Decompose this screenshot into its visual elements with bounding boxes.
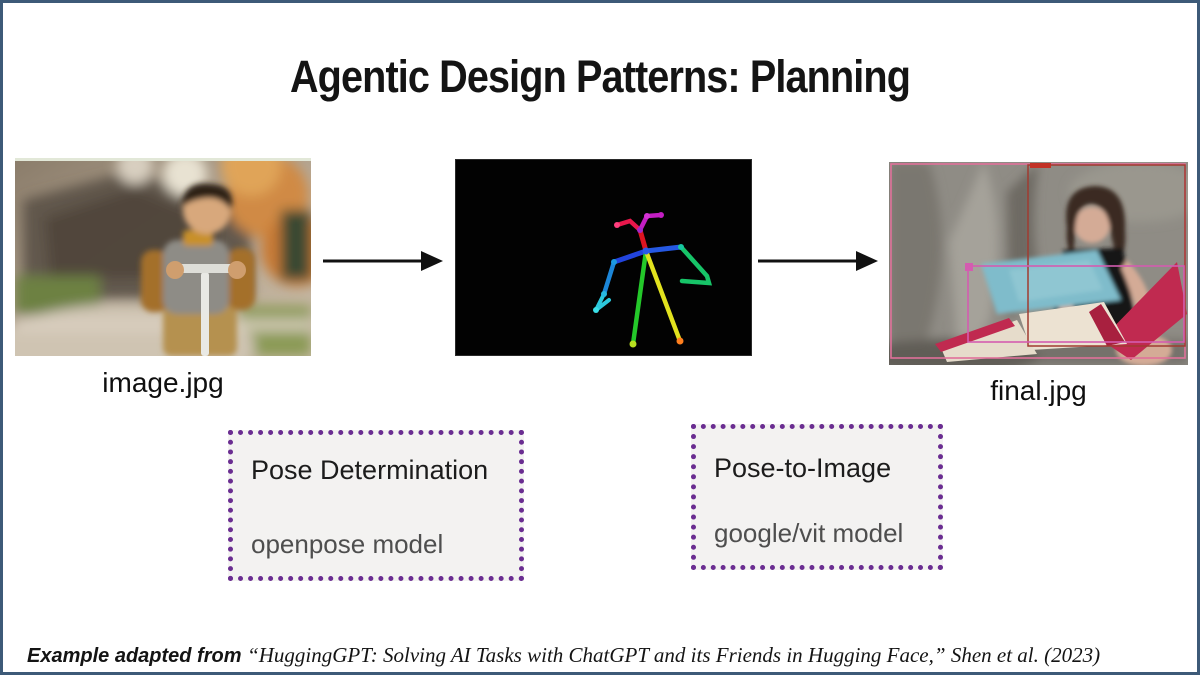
citation-quote: “HuggingGPT: Solving AI Tasks with ChatG… — [247, 643, 946, 667]
arrow-right-icon — [758, 251, 878, 271]
book — [935, 262, 1187, 362]
page-title: Agentic Design Patterns: Planning — [289, 51, 911, 102]
scooter — [166, 261, 246, 356]
output-image-label: final.jpg — [990, 375, 1087, 406]
step-model: openpose model — [251, 529, 444, 559]
step-title: Pose Determination — [251, 455, 489, 485]
step-box-pose-determination: Pose Determination openpose model — [228, 430, 524, 581]
skeleton-lines — [594, 212, 713, 347]
detection-box-handle — [965, 263, 973, 271]
detection-label — [1030, 163, 1051, 168]
step-box-pose-to-image: Pose-to-Image google/vit model — [691, 424, 943, 570]
detection-box-person — [1027, 164, 1186, 347]
output-photo-illustration — [889, 162, 1188, 365]
citation-authors: Shen et al. (2023) — [945, 643, 1101, 667]
skeleton-joints — [593, 212, 684, 348]
detection-overlays — [890, 163, 1186, 359]
photo-top-edge — [15, 158, 311, 161]
input-photo-illustration — [15, 158, 311, 356]
detection-box-book — [967, 265, 1185, 343]
step-title: Pose-to-Image — [714, 453, 892, 483]
input-photo — [15, 158, 311, 356]
boy-figure — [141, 183, 255, 356]
pose-skeleton — [593, 212, 713, 348]
step-model: google/vit model — [714, 518, 904, 548]
pose-image — [455, 159, 752, 356]
input-image-label: image.jpg — [102, 367, 224, 398]
output-photo — [889, 162, 1188, 365]
citation-lead: Example adapted from — [27, 645, 248, 667]
arrow-right-icon — [323, 251, 443, 271]
citation: Example adapted from “HuggingGPT: Solvin… — [27, 643, 1100, 668]
